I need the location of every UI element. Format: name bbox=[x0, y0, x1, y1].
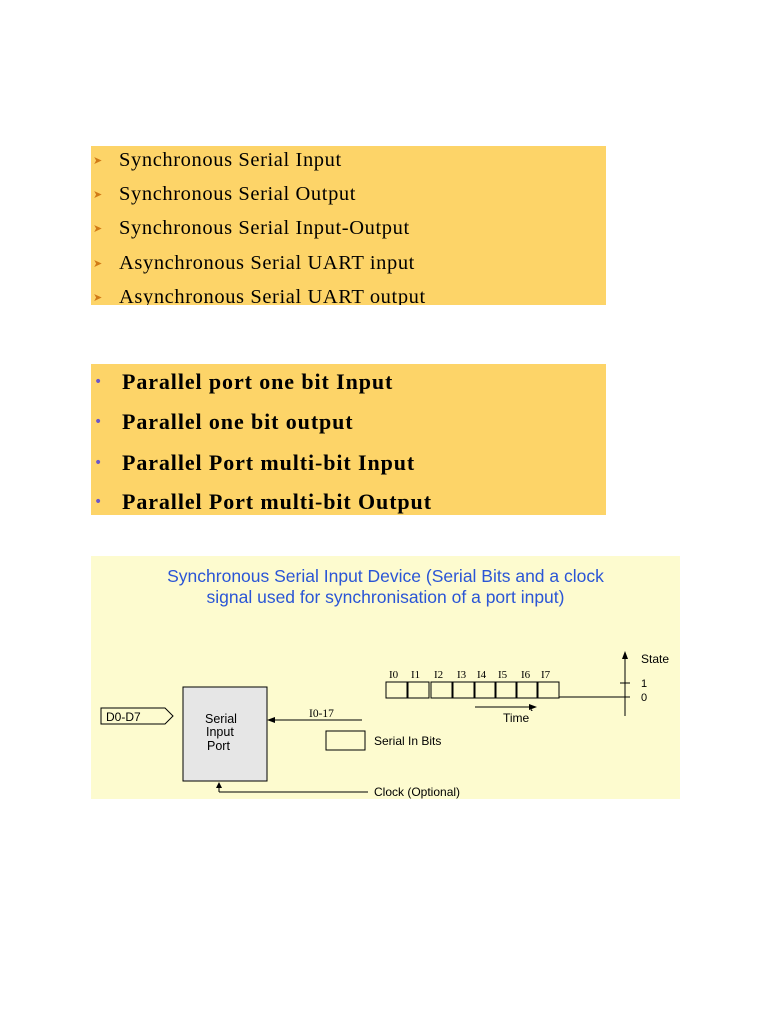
list-item: ➤ Asynchronous Serial UART output bbox=[91, 280, 426, 306]
bit-label: I7 bbox=[541, 669, 551, 681]
list-item-text: Parallel one bit output bbox=[122, 409, 354, 434]
serial-types-panel: ➤ Synchronous Serial Input ➤ Synchronous… bbox=[91, 146, 606, 305]
legend-label: Serial In Bits bbox=[374, 734, 441, 748]
diagram-title-line: Synchronous Serial Input Device (Serial … bbox=[167, 566, 604, 586]
port-label-line: Port bbox=[207, 739, 230, 753]
arrowhead-bullet-icon: ➤ bbox=[93, 256, 103, 270]
list-item: ➤ Asynchronous Serial UART input bbox=[91, 246, 415, 280]
bit-cell bbox=[537, 681, 560, 699]
serial-input-diagram: D0-D7 Serial Input Port I0-17 Serial In … bbox=[100, 651, 669, 799]
state-high-label: 1 bbox=[641, 678, 647, 690]
list-item: • Parallel one bit output bbox=[91, 403, 354, 441]
data-input-label: D0-D7 bbox=[106, 710, 141, 724]
list-item: • Parallel Port multi-bit Output bbox=[91, 483, 432, 515]
bit-label: I2 bbox=[434, 669, 443, 681]
data-input-connector bbox=[100, 707, 174, 725]
bit-cell bbox=[494, 681, 517, 699]
bit-cell bbox=[407, 681, 430, 699]
list-item: ➤ Synchronous Serial Output bbox=[91, 177, 356, 211]
arrowhead-bullet-icon: ➤ bbox=[93, 153, 103, 167]
clock-arrow-icon bbox=[216, 782, 222, 788]
bits-arrow-label: I0-17 bbox=[309, 708, 334, 720]
arrow-head-icon bbox=[267, 717, 275, 723]
list-item-text: Synchronous Serial Output bbox=[119, 182, 357, 205]
bit-label: I0 bbox=[389, 669, 399, 681]
list-item: • Parallel port one bit Input bbox=[91, 364, 393, 401]
list-item-text: Synchronous Serial Input bbox=[119, 148, 342, 171]
arrowhead-bullet-icon: ➤ bbox=[93, 221, 103, 235]
legend-box bbox=[325, 730, 366, 751]
bit-label: I3 bbox=[457, 669, 467, 681]
bit-label: I5 bbox=[498, 669, 508, 681]
bit-cell bbox=[516, 681, 538, 699]
bit-label: I4 bbox=[477, 669, 487, 681]
bit-cell bbox=[430, 681, 453, 699]
list-item-text: Asynchronous Serial UART input bbox=[119, 251, 415, 274]
list-item-text: Synchronous Serial Input-Output bbox=[119, 216, 410, 239]
time-arrow-head-icon bbox=[529, 704, 537, 710]
serial-input-port-box bbox=[182, 686, 268, 782]
clock-label: Clock (Optional) bbox=[374, 785, 460, 799]
dot-bullet-icon: • bbox=[94, 455, 103, 471]
port-label-line: Input bbox=[206, 725, 234, 739]
bit-cell bbox=[385, 681, 408, 699]
bit-label: I1 bbox=[411, 669, 420, 681]
dot-bullet-icon: • bbox=[94, 494, 103, 510]
list-item-text: Parallel port one bit Input bbox=[122, 369, 394, 394]
list-item: • Parallel Port multi-bit Input bbox=[91, 444, 415, 482]
state-axis-arrow-icon bbox=[622, 651, 628, 659]
bit-cell bbox=[452, 681, 475, 699]
diagram-title: Synchronous Serial Input Device (Serial … bbox=[91, 566, 680, 608]
diagram-title-line: signal used for synchronisation of a por… bbox=[206, 587, 565, 607]
list-item-text: Asynchronous Serial UART output bbox=[119, 285, 426, 306]
list-item: ➤ Synchronous Serial Input-Output bbox=[91, 211, 410, 245]
arrowhead-bullet-icon: ➤ bbox=[93, 290, 103, 304]
list-item-text: Parallel Port multi-bit Input bbox=[122, 450, 416, 475]
port-label-line: Serial bbox=[205, 712, 237, 726]
state-label: State bbox=[641, 652, 669, 666]
dot-bullet-icon: • bbox=[94, 374, 103, 390]
dot-bullet-icon: • bbox=[94, 414, 103, 430]
list-item-text: Parallel Port multi-bit Output bbox=[122, 489, 432, 514]
arrowhead-bullet-icon: ➤ bbox=[93, 187, 103, 201]
list-item: ➤ Synchronous Serial Input bbox=[91, 146, 342, 177]
time-symbol: t bbox=[530, 702, 533, 714]
time-label: Time bbox=[503, 711, 530, 725]
parallel-types-panel: • Parallel port one bit Input • Parallel… bbox=[91, 364, 606, 515]
state-low-label: 0 bbox=[641, 692, 647, 704]
bit-cell bbox=[474, 681, 497, 699]
bit-label: I6 bbox=[521, 669, 531, 681]
serial-input-diagram-panel: Synchronous Serial Input Device (Serial … bbox=[91, 556, 680, 799]
